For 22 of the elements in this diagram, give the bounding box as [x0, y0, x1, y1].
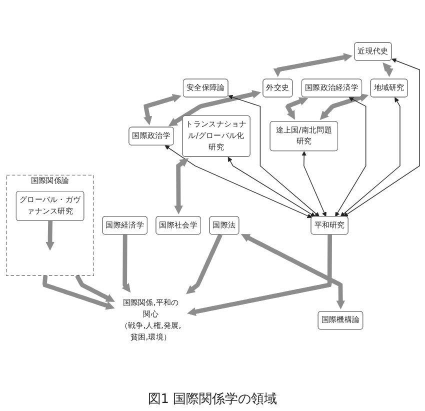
double-block-arrow — [284, 96, 308, 120]
double-block-arrow — [272, 52, 352, 77]
block-arrow — [186, 233, 222, 294]
double-arrow — [164, 144, 312, 218]
double-arrow — [334, 96, 366, 216]
double-block-arrow — [240, 234, 344, 309]
double-block-arrow — [382, 62, 393, 77]
figure-caption: 図1 国際関係学の領域 — [148, 391, 278, 409]
block-arrow — [74, 274, 114, 302]
double-arrow — [301, 150, 326, 216]
double-arrow — [228, 94, 320, 216]
double-arrow — [342, 58, 420, 216]
block-arrow — [186, 234, 332, 316]
block-arrow — [45, 220, 54, 250]
block-arrow — [42, 274, 114, 310]
double-arrow — [340, 96, 400, 216]
double-arrow — [227, 156, 315, 216]
double-block-arrow — [319, 92, 368, 120]
double-block-arrow — [143, 94, 181, 125]
double-block-arrow — [174, 158, 188, 214]
block-arrow — [121, 234, 130, 292]
double-block-arrow — [168, 90, 261, 126]
